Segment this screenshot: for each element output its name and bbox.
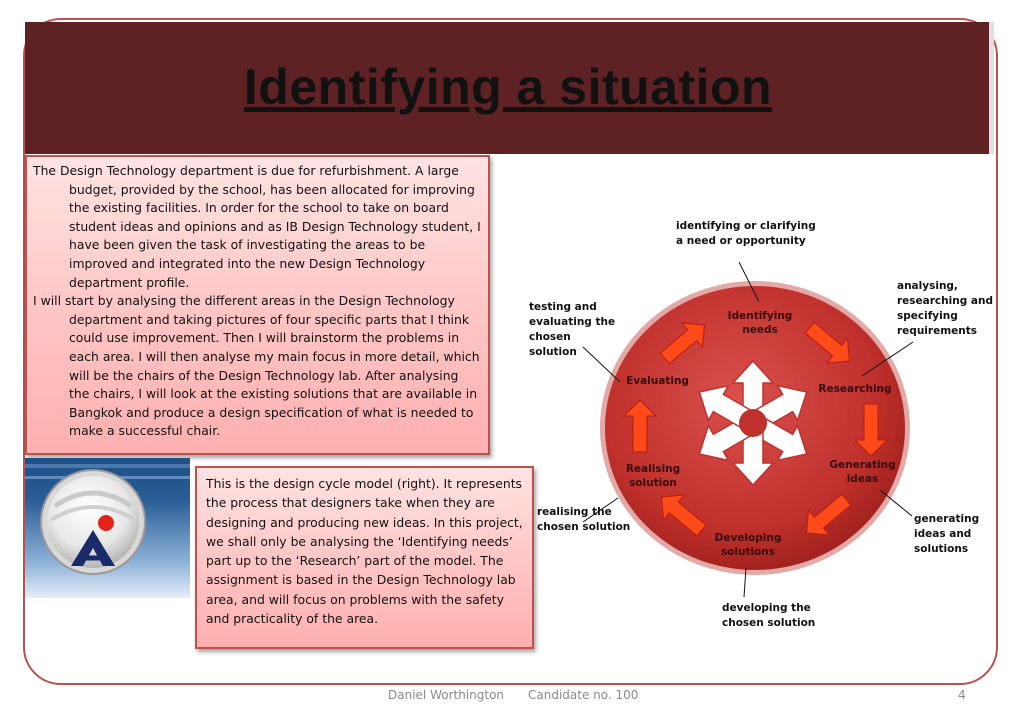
intro-text-box: The Design Technology department is due … bbox=[25, 155, 490, 455]
annotation-researching: analysing, researching and specifying re… bbox=[897, 280, 993, 337]
intro-paragraph-1: The Design Technology department is due … bbox=[33, 163, 481, 290]
intro-paragraph-2: I will start by analysing the different … bbox=[33, 293, 480, 439]
annotation-realising: realising the chosen solution bbox=[537, 506, 631, 533]
footer-author: Daniel Worthington bbox=[388, 688, 505, 702]
annotation-evaluating: testing and evaluating the chosen soluti… bbox=[529, 301, 616, 358]
logo-panel bbox=[25, 458, 190, 598]
stage-generating-ideas: Generating ideas bbox=[829, 459, 896, 485]
stage-identifying-needs: Identifying needs bbox=[727, 310, 793, 336]
stage-evaluating: Evaluating bbox=[626, 375, 689, 387]
annotation-identifying: identifying or clarifying a need or oppo… bbox=[676, 220, 816, 247]
title-banner bbox=[25, 22, 991, 154]
annotation-generating: generating ideas and solutions bbox=[914, 513, 980, 555]
ib-logo-icon bbox=[25, 464, 190, 575]
footer-candidate: Candidate no. 100 bbox=[528, 688, 639, 702]
stage-realising-solution: Realising solution bbox=[625, 463, 681, 489]
stage-researching: Researching bbox=[818, 383, 892, 395]
slide-title: Identifying a situation bbox=[243, 59, 773, 115]
model-text-box: This is the design cycle model (right). … bbox=[195, 466, 534, 649]
banner-edge bbox=[989, 22, 994, 154]
stage-developing-solutions: Developing solutions bbox=[714, 532, 782, 558]
footer-page-number: 4 bbox=[958, 688, 966, 702]
annotation-developing: developing the chosen solution bbox=[722, 602, 816, 629]
